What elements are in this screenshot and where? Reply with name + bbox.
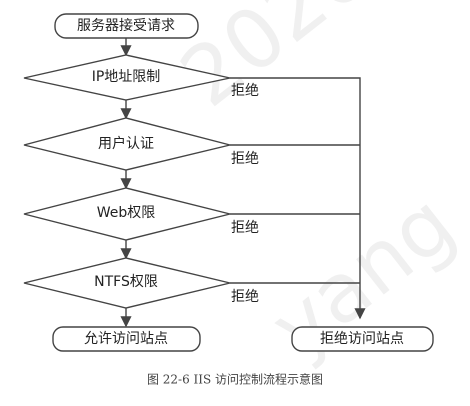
allow-access-node <box>52 326 201 352</box>
allow-access-label: 允许访问站点 <box>84 331 168 347</box>
reject-label-web-permission: 拒绝 <box>231 220 259 236</box>
user-auth-decision-label: 用户认证 <box>98 135 154 152</box>
reject-label-user-auth: 拒绝 <box>231 151 259 167</box>
ntfs-permission-decision-label: NTFS权限 <box>94 274 158 290</box>
deny-access-label: 拒绝访问站点 <box>320 331 404 347</box>
start-node-label: 服务器接受请求 <box>77 17 175 34</box>
reject-label-ip: 拒绝 <box>231 83 259 99</box>
deny-access-node <box>291 326 434 352</box>
reject-label-ntfs-permission: 拒绝 <box>231 289 259 305</box>
figure-caption: 图 22-6 IIS 访问控制流程示意图 <box>147 372 323 387</box>
web-permission-decision-label: Web权限 <box>97 205 156 221</box>
watermark-text: 2020 <box>164 0 387 126</box>
ip-decision-label: IP地址限制 <box>92 69 161 85</box>
reject-line-ip <box>230 77 366 320</box>
